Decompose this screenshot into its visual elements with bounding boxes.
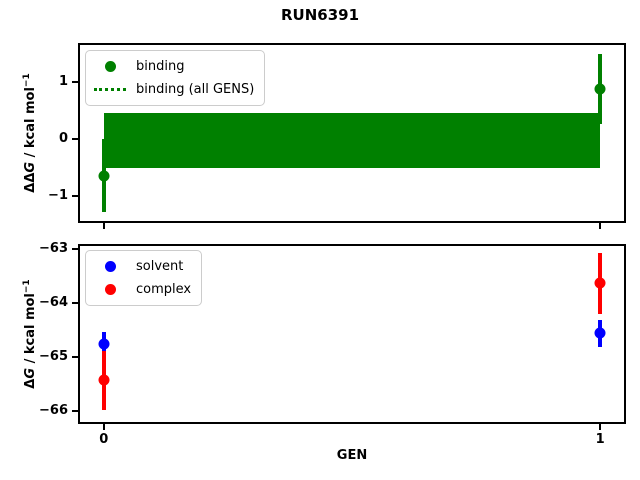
bottom-subplot: [78, 244, 626, 424]
y-tick-mark: [72, 301, 78, 304]
top-legend: binding binding (all GENS): [85, 50, 266, 106]
data-point-binding: [98, 170, 110, 182]
y-tick-label: −65: [39, 348, 68, 364]
data-point-complex: [594, 277, 606, 289]
y-tick-label: 1: [58, 73, 68, 89]
x-tick-mark: [599, 223, 602, 229]
y-tick-mark: [72, 410, 78, 413]
legend-item-binding-all-gens: binding (all GENS): [92, 79, 254, 100]
figure-title: RUN6391: [280, 6, 360, 24]
top-subplot: [78, 43, 626, 223]
legend-label-solvent: solvent: [136, 259, 184, 274]
data-point-complex: [98, 374, 110, 386]
x-tick-mark: [102, 424, 105, 430]
x-tick-mark: [102, 223, 105, 229]
legend-label-binding-all-gens: binding (all GENS): [136, 82, 255, 97]
y-tick-mark: [72, 138, 78, 140]
solvent-marker-icon: [92, 261, 128, 272]
x-axis-label: GEN: [336, 448, 368, 463]
mean-dotted-line-binding-all-gens-: [103, 139, 601, 142]
y-tick-mark: [72, 80, 78, 83]
bottom-legend: solvent complex: [85, 250, 203, 306]
y-tick-label: −63: [39, 240, 68, 256]
bottom-ylabel-superscript: −1: [21, 279, 32, 294]
data-point-solvent: [98, 338, 110, 350]
binding-marker-icon: [92, 61, 128, 72]
x-tick-label: 0: [99, 432, 109, 447]
legend-item-binding: binding: [92, 56, 254, 77]
bottom-ylabel-prefix: Δ: [23, 378, 39, 389]
y-tick-label: −64: [39, 294, 68, 310]
data-point-binding: [594, 83, 606, 95]
legend-label-complex: complex: [136, 282, 192, 297]
y-tick-label: 0: [58, 131, 68, 146]
x-tick-mark: [599, 424, 602, 430]
legend-item-complex: complex: [92, 279, 191, 300]
y-tick-mark: [72, 355, 78, 358]
top-ylabel-units: / kcal mol: [23, 87, 39, 162]
legend-label-binding: binding: [136, 59, 185, 74]
binding-all-gens-dotted-line-icon: [92, 88, 128, 91]
y-tick-label: −1: [48, 188, 68, 204]
y-tick-mark: [72, 195, 78, 198]
top-ylabel-variable: G: [23, 161, 39, 173]
x-tick-label: 1: [595, 432, 605, 447]
y-tick-mark: [72, 247, 78, 250]
complex-marker-icon: [92, 284, 128, 295]
bottom-ylabel-variable: G: [23, 367, 39, 379]
y-tick-label: −66: [39, 403, 68, 419]
legend-item-solvent: solvent: [92, 256, 191, 277]
data-point-solvent: [594, 327, 606, 339]
